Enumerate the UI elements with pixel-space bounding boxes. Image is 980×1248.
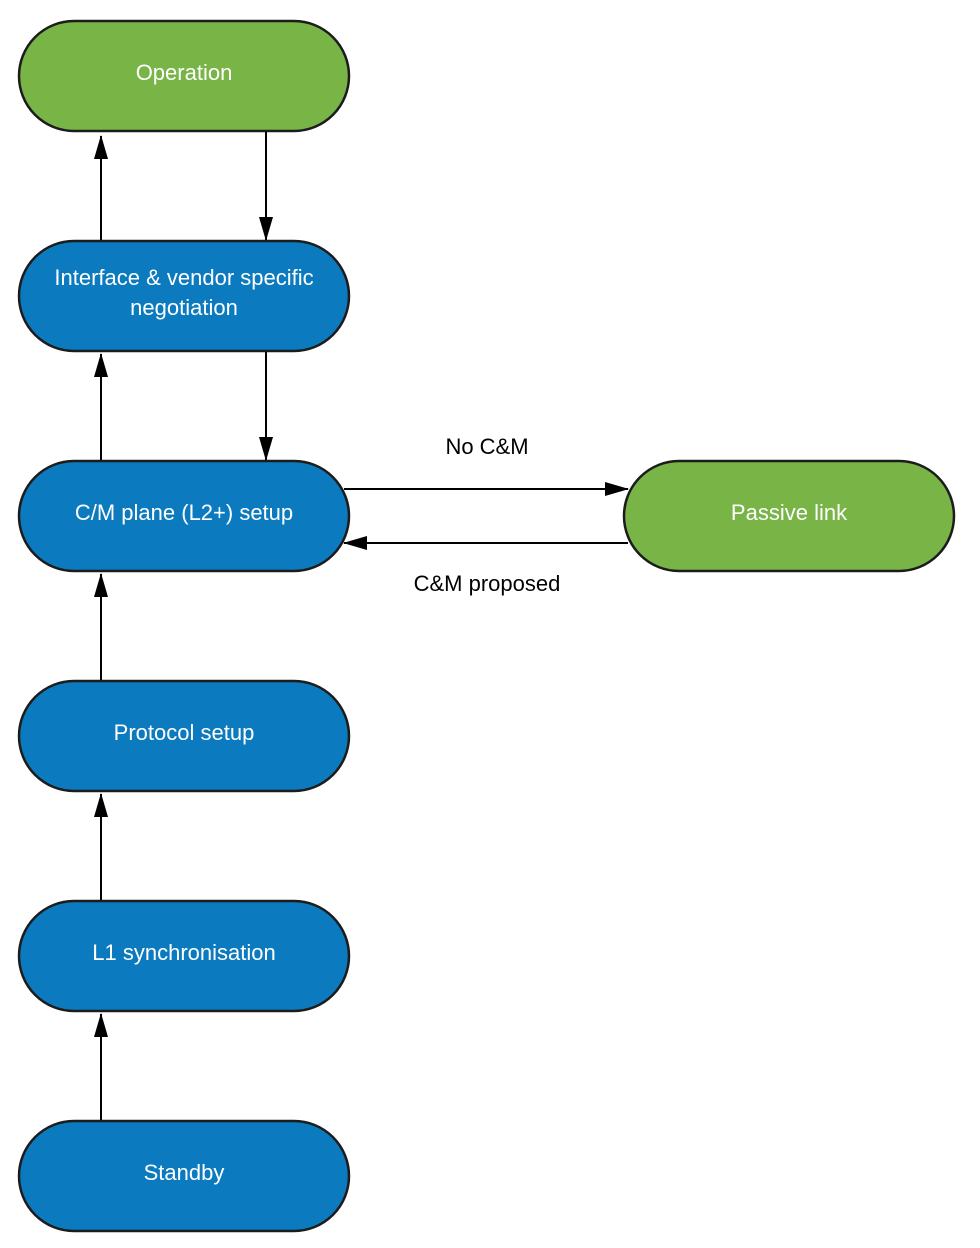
node-passive-link-label: Passive link — [731, 500, 848, 525]
node-protocol-setup: Protocol setup — [17, 679, 351, 793]
node-passive-link: Passive link — [622, 459, 956, 573]
node-l1-sync-label: L1 synchronisation — [92, 940, 275, 965]
node-negotiation: Interface & vendor specific negotiation — [17, 239, 351, 353]
node-cm-plane: C/M plane (L2+) setup — [17, 459, 351, 573]
node-operation-label: Operation — [136, 60, 233, 85]
node-negotiation-label-line1: Interface & vendor specific — [54, 265, 313, 290]
node-cm-plane-label: C/M plane (L2+) setup — [75, 500, 293, 525]
edge-label-cm-proposed: C&M proposed — [414, 571, 561, 596]
node-protocol-setup-label: Protocol setup — [114, 720, 255, 745]
node-operation: Operation — [17, 19, 351, 133]
node-standby-label: Standby — [144, 1160, 225, 1185]
node-standby: Standby — [17, 1119, 351, 1233]
node-negotiation-label-line2: negotiation — [130, 295, 238, 320]
node-l1-sync: L1 synchronisation — [17, 899, 351, 1013]
edges — [94, 131, 629, 1121]
edge-label-no-cm: No C&M — [445, 434, 528, 459]
